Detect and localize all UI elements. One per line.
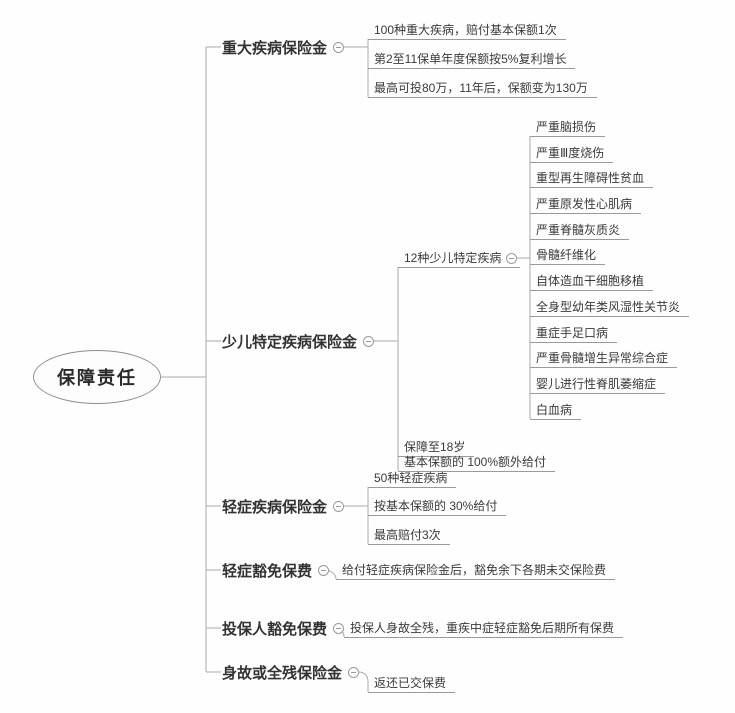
topic-leaf[interactable]: 严重原发性心肌病: [530, 197, 642, 214]
collapse-icon[interactable]: [348, 666, 360, 678]
topic-leaf[interactable]: 重型再生障碍性贫血: [530, 171, 654, 188]
topic-leaf[interactable]: 全身型幼年类风湿性关节炎: [530, 300, 690, 317]
branch-label[interactable]: 轻症疾病保险金: [222, 498, 328, 516]
topic-leaf[interactable]: 骨髓纤维化: [530, 248, 606, 265]
branch-mild-illness-benefit: 轻症疾病保险金: [222, 496, 345, 516]
branch-label[interactable]: 重大疾病保险金: [222, 39, 328, 57]
topic-leaf[interactable]: 婴儿进行性脊肌萎缩症: [530, 377, 666, 394]
topic-leaf[interactable]: 白血病: [530, 403, 582, 420]
branch-critical-illness: 重大疾病保险金: [222, 37, 345, 57]
topic-leaf[interactable]: 严重骨髓增生异常综合症: [530, 351, 678, 368]
topic-leaf[interactable]: 严重Ⅲ度烧伤: [530, 146, 614, 163]
topic-leaf[interactable]: 按基本保额的 30%给付: [368, 499, 507, 516]
root-topic[interactable]: 保障责任: [33, 350, 161, 404]
topic-leaf[interactable]: 第2至11保单年度保额按5%复利增长: [368, 52, 576, 69]
topic-leaf[interactable]: 100种重大疾病，赔付基本保额1次: [368, 23, 566, 40]
branch-policyholder-waiver: 投保人豁免保费: [222, 618, 345, 638]
topic-leaf[interactable]: 保障至18岁: [398, 440, 475, 457]
branch-label[interactable]: 少儿特定疾病保险金: [222, 333, 358, 351]
topic-leaf[interactable]: 严重脊髓灰质炎: [530, 223, 630, 240]
topic-leaf[interactable]: 返还已交保费: [368, 676, 456, 693]
topic-leaf[interactable]: 严重脑损伤: [530, 120, 606, 137]
topic-leaf[interactable]: 自体造血干细胞移植: [530, 274, 654, 291]
branch-death-disability-benefit: 身故或全残保险金: [222, 662, 360, 682]
topic-leaf[interactable]: 基本保额的 100%额外给付: [398, 455, 556, 472]
collapse-icon[interactable]: [318, 564, 330, 576]
collapse-icon[interactable]: [333, 622, 345, 634]
topic-leaf[interactable]: 50种轻症疾病: [368, 471, 457, 488]
branch-label[interactable]: 轻症豁免保费: [222, 562, 313, 580]
topic-leaf[interactable]: 给付轻症疾病保险金后，豁免余下各期未交保险费: [336, 563, 616, 580]
collapse-icon[interactable]: [333, 41, 345, 53]
collapse-icon[interactable]: [506, 252, 518, 264]
topic-leaf[interactable]: 最高可投80万，11年后，保额变为130万: [368, 81, 597, 98]
topic-label: 12种少儿特定疾病: [404, 251, 502, 265]
branch-label[interactable]: 身故或全残保险金: [222, 664, 343, 682]
topic-child-diseases[interactable]: 12种少儿特定疾病: [398, 251, 521, 268]
branch-label[interactable]: 投保人豁免保费: [222, 620, 328, 638]
branch-child-specific-disease: 少儿特定疾病保险金: [222, 331, 375, 351]
collapse-icon[interactable]: [333, 500, 345, 512]
collapse-icon[interactable]: [363, 335, 375, 347]
topic-leaf[interactable]: 最高赔付3次: [368, 528, 450, 545]
topic-leaf[interactable]: 投保人身故全残，重疾中症轻症豁免后期所有保费: [344, 621, 624, 638]
topic-leaf[interactable]: 重症手足口病: [530, 326, 618, 343]
branch-mild-illness-waiver: 轻症豁免保费: [222, 560, 330, 580]
